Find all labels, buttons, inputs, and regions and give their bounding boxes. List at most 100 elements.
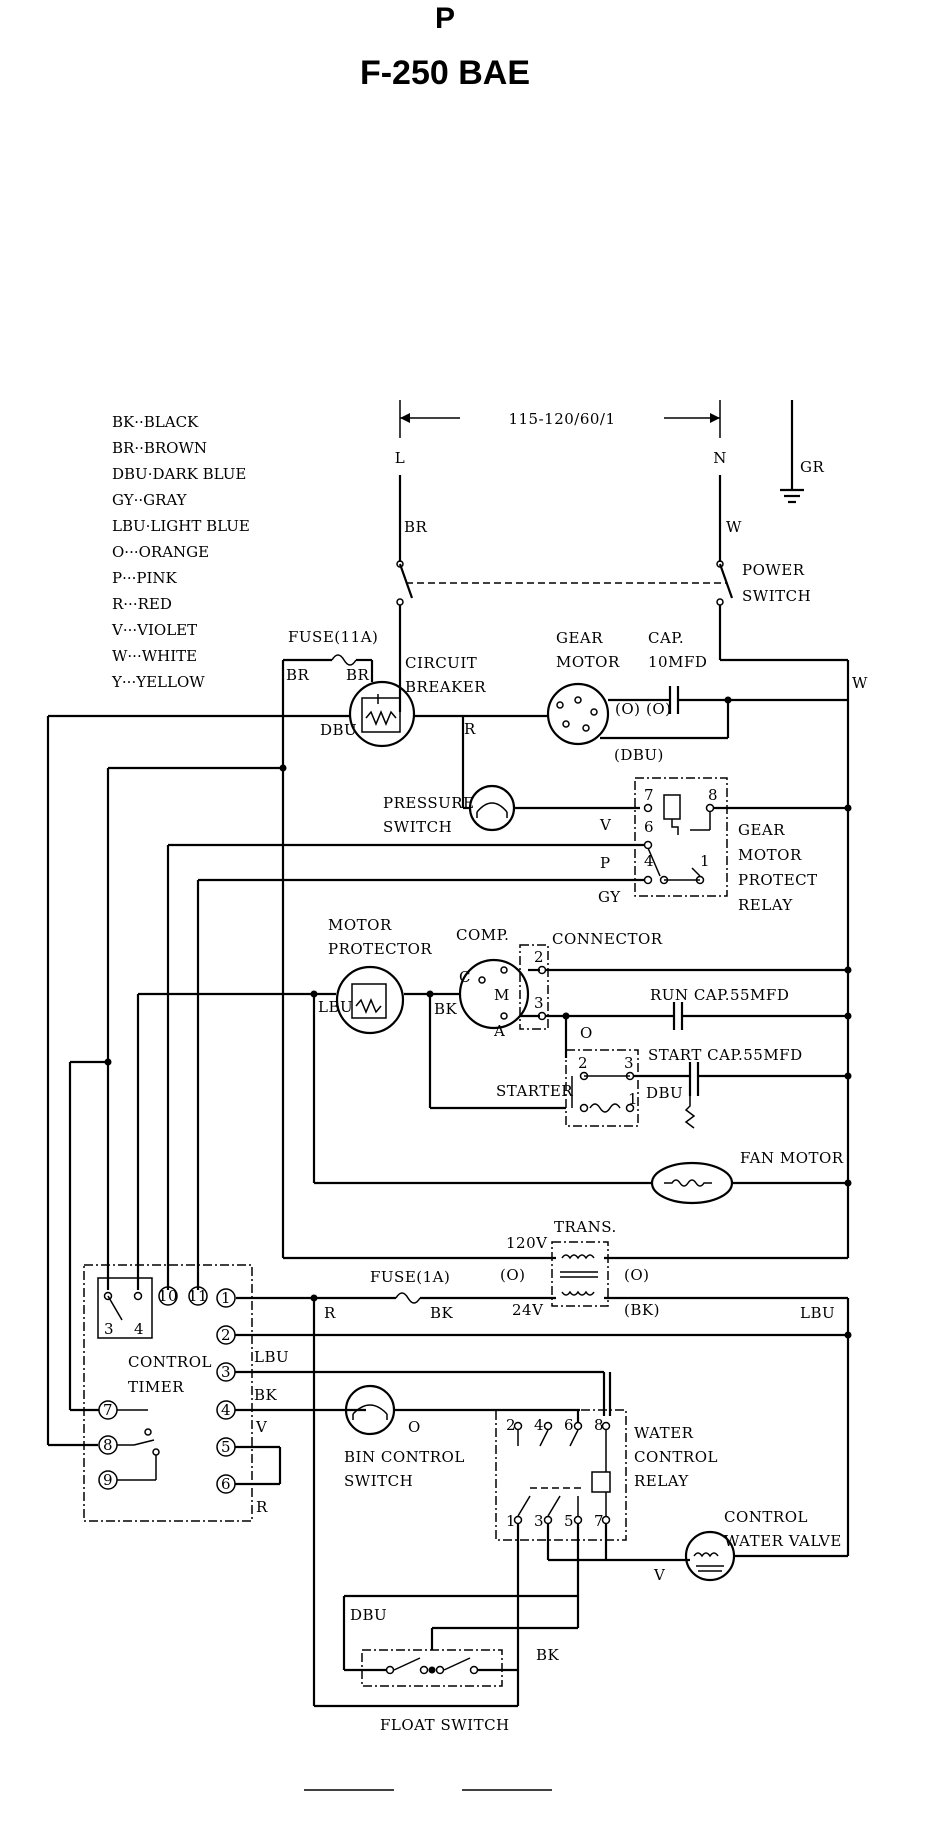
cap-label: CAP.: [648, 629, 684, 647]
terminal-label: 1: [221, 1289, 231, 1307]
wire-label: V: [255, 1418, 268, 1436]
motor-protector: MOTOR PROTECTOR LBU: [318, 916, 432, 1035]
wire-label: R: [464, 720, 476, 738]
wire-label: O: [580, 1024, 593, 1042]
terminal-label: 2: [534, 948, 544, 966]
timer-label: CONTROL: [128, 1353, 212, 1371]
terminal-label: 3: [221, 1363, 231, 1381]
gear-capacitor: CAP. 10MFD (O): [646, 629, 732, 738]
fuse-label: FUSE(1A): [370, 1268, 450, 1286]
float-switch-label: FLOAT SWITCH: [380, 1716, 510, 1734]
legend-item: GY··GRAY: [112, 491, 188, 509]
float-switch: DBU BK FLOAT SWITCH: [342, 1594, 578, 1734]
transformer-label: 120V: [506, 1234, 548, 1252]
legend-item: O···ORANGE: [112, 543, 209, 561]
start-cap-label: START CAP.55MFD: [648, 1046, 803, 1064]
relay-label: RELAY: [634, 1472, 689, 1490]
wire-label: BR: [286, 666, 310, 684]
wire-label: BK: [254, 1386, 278, 1404]
relay-label: CONTROL: [634, 1448, 718, 1466]
model-title: F-250 BAE: [360, 54, 530, 92]
wire-label: V: [653, 1566, 666, 1584]
terminal-label: 7: [644, 786, 654, 804]
wire-label: LBU: [318, 998, 353, 1016]
breaker-label: CIRCUIT: [405, 654, 477, 672]
wire-label: BK: [430, 1304, 454, 1322]
control-fuse: FUSE(1A) R BK LBU: [236, 1268, 850, 1556]
terminal-label: 6: [564, 1416, 574, 1434]
control-water-valve: CONTROL WATER VALVE V: [653, 1508, 848, 1584]
gear-motor: GEAR MOTOR (O) (DBU): [546, 629, 728, 764]
wire-label: O: [408, 1418, 421, 1436]
relay-label: MOTOR: [738, 846, 802, 864]
starter: STARTER 2 3 1: [496, 1049, 639, 1127]
terminal-label: 4: [221, 1401, 231, 1419]
relay-label: RELAY: [738, 896, 793, 914]
wire-label: BR: [346, 666, 370, 684]
power-switch: POWER SWITCH: [396, 560, 811, 712]
terminal-label: 4: [534, 1416, 544, 1434]
terminal-label: 4: [134, 1320, 144, 1338]
relay-label: PROTECT: [738, 871, 818, 889]
valve-label: CONTROL: [724, 1508, 808, 1526]
bin-switch-label: SWITCH: [344, 1472, 413, 1490]
terminal-label: A: [493, 1022, 505, 1040]
wire-label: (BK): [624, 1301, 660, 1319]
terminal-label: 11: [188, 1287, 208, 1305]
main-fuse: FUSE(11A) BR: [288, 628, 378, 684]
wire-label: DBU: [350, 1606, 387, 1624]
power-supply: 115-120/60/1 L N GR BR W: [395, 400, 824, 562]
gear-motor-label: MOTOR: [556, 653, 620, 671]
pressure-switch-label: PRESSURE: [383, 794, 475, 812]
pressure-switch-label: SWITCH: [383, 818, 452, 836]
legend-item: V···VIOLET: [111, 621, 197, 639]
legend-item: DBU·DARK BLUE: [112, 465, 246, 483]
terminal-label: 5: [221, 1438, 231, 1456]
line-label: L: [395, 449, 405, 467]
terminal-label: 2: [506, 1416, 516, 1434]
cap-label: 10MFD: [648, 653, 707, 671]
wire-label: (DBU): [614, 746, 664, 764]
start-capacitor: START CAP.55MFD DBU: [634, 1046, 852, 1129]
legend-item: BK··BLACK: [112, 413, 199, 431]
wire-label: (O): [500, 1266, 526, 1284]
terminal-label: 8: [708, 786, 718, 804]
terminal-label: 4: [644, 852, 654, 870]
legend-item: P···PINK: [112, 569, 178, 587]
wire-label: (O): [624, 1266, 650, 1284]
legend-item: W···WHITE: [112, 647, 197, 665]
control-timer: 3 4 10 11 1 2 3 4 5 6 7 8 9 CONTROL TIME…: [83, 1264, 282, 1522]
terminal-label: 2: [578, 1054, 588, 1072]
run-cap-label: RUN CAP.55MFD: [650, 986, 789, 1004]
terminal-label: 8: [594, 1416, 604, 1434]
terminal-label: C: [459, 968, 471, 986]
terminal-label: 7: [103, 1401, 113, 1419]
terminal-label: 6: [644, 818, 654, 836]
ground-label: GR: [800, 458, 824, 476]
connector-label: CONNECTOR: [552, 930, 663, 948]
terminal-label: 3: [104, 1320, 114, 1338]
wire-label: R: [324, 1304, 336, 1322]
power-switch-label: POWER: [742, 561, 805, 579]
terminal-label: 10: [158, 1287, 178, 1305]
page-letter: P: [435, 2, 455, 35]
supply-voltage: 115-120/60/1: [508, 410, 615, 428]
gear-motor-label: GEAR: [556, 629, 603, 647]
fuse-label: FUSE(11A): [288, 628, 378, 646]
terminal-label: 1: [628, 1090, 638, 1108]
transformer-label: TRANS.: [554, 1218, 617, 1236]
wire-label: DBU: [646, 1084, 683, 1102]
wire-label: R: [256, 1498, 268, 1516]
terminal-label: 2: [221, 1326, 231, 1344]
water-control-relay: 2 4 6 8 1 3 5 7 WATER CONTROL RELAY: [495, 1372, 718, 1541]
cap-o-mark: (O): [646, 700, 672, 718]
fan-motor-label: FAN MOTOR: [740, 1149, 844, 1167]
legend-item: R···RED: [112, 595, 172, 613]
legend-item: LBU·LIGHT BLUE: [112, 517, 250, 535]
legend-item: Y···YELLOW: [111, 673, 205, 691]
neutral-label: N: [713, 449, 727, 467]
compressor-connector: CONNECTOR 2 3: [519, 930, 852, 1030]
terminal-label: 3: [624, 1054, 634, 1072]
wire-label: DBU: [320, 721, 357, 739]
